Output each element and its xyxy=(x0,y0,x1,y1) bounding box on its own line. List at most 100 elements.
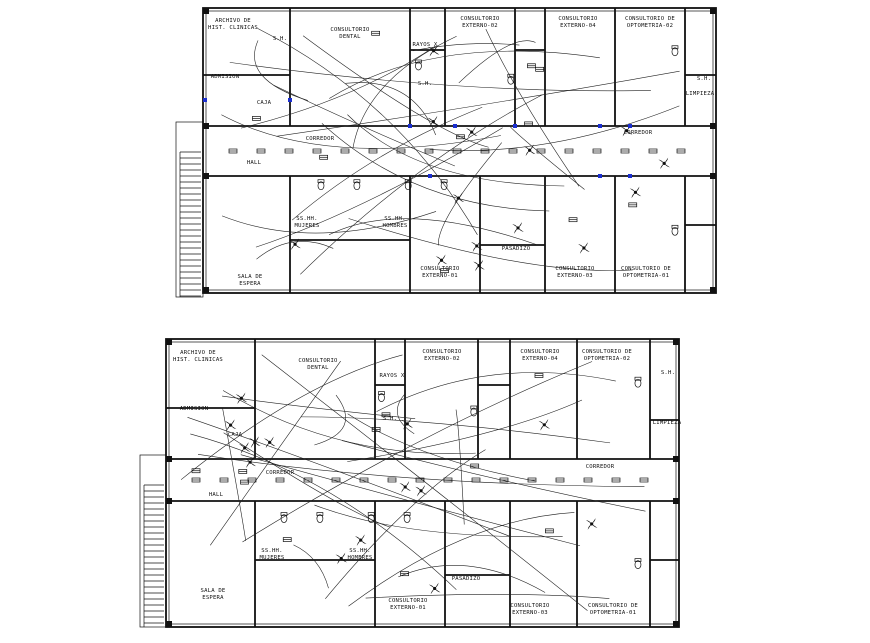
light-fixture-icon xyxy=(480,148,490,154)
door-marker xyxy=(513,124,517,128)
room-label-hall: HALL xyxy=(247,160,262,166)
light-fixture-icon xyxy=(319,154,329,160)
room-label-externo-01: EXTERNO-01 xyxy=(390,605,426,611)
room-label-externo-01: EXTERNO-01 xyxy=(422,273,458,279)
outer-wall xyxy=(165,338,680,628)
staircase xyxy=(139,454,167,628)
electrical-wire xyxy=(256,241,334,260)
room-label-optometria-02: CONSULTORIO DE xyxy=(582,349,632,355)
ceiling-fan-icon xyxy=(658,157,670,170)
toilet-icon xyxy=(404,179,412,191)
inner-wall-line xyxy=(168,341,677,625)
structural-column xyxy=(166,339,172,345)
ceiling-fan-icon xyxy=(244,456,256,468)
ceiling-fan-icon xyxy=(428,582,441,595)
room-label-ss-hombres: SS.HH. xyxy=(384,216,405,222)
ceiling-fan-icon xyxy=(538,419,551,431)
electrical-wire xyxy=(429,105,680,151)
light-fixture-icon xyxy=(443,477,453,483)
light-fixture-icon xyxy=(508,148,518,154)
toilet-icon xyxy=(671,45,679,57)
ceiling-fan-icon xyxy=(473,259,485,272)
electrical-wire xyxy=(229,62,651,92)
ceiling-fan-icon xyxy=(452,192,465,204)
light-fixture-icon xyxy=(396,148,406,154)
electrical-wire xyxy=(438,142,502,246)
room-label-externo-04: CONSULTORIO xyxy=(558,16,598,22)
room-label-dental: CONSULTORIO xyxy=(330,27,370,33)
structural-column xyxy=(166,498,172,504)
electrical-wire xyxy=(210,360,341,546)
light-fixture-icon xyxy=(470,463,480,469)
room-label-admision: ADMISION xyxy=(211,74,240,80)
door-marker xyxy=(598,124,602,128)
ceiling-fan-icon xyxy=(249,436,261,448)
electrical-wire xyxy=(455,409,465,525)
toilet-icon xyxy=(415,59,422,71)
structural-column xyxy=(673,498,679,504)
room-label-ss-mujeres: SS.HH. xyxy=(296,216,317,222)
light-fixture-icon xyxy=(400,571,409,577)
room-label-corredor: CORREDOR xyxy=(306,136,335,142)
structural-column xyxy=(203,8,209,14)
door-marker xyxy=(408,124,412,128)
room-label-externo-04: EXTERNO-04 xyxy=(560,23,596,29)
light-fixture-icon xyxy=(648,148,658,154)
electrical-wire xyxy=(314,394,346,446)
toilet-icon xyxy=(317,179,325,191)
door-marker xyxy=(598,174,602,178)
room-label-externo-04: EXTERNO-04 xyxy=(522,356,558,362)
light-fixture-icon xyxy=(275,477,285,483)
electrical-wire xyxy=(240,454,581,547)
room-label-optometria-01: CONSULTORIO DE xyxy=(621,266,671,272)
inner-wall-line xyxy=(205,10,714,291)
electrical-wire xyxy=(242,361,593,543)
light-fixture-icon xyxy=(252,116,261,121)
room-label-corredor-right: CORREDOR xyxy=(624,130,653,136)
toilet-icon xyxy=(470,405,478,417)
electrical-wire xyxy=(291,106,483,221)
light-fixture-icon xyxy=(191,468,201,474)
room-label-optometria-01: OPTOMETRIA-01 xyxy=(590,610,636,616)
room-label-sala-espera: SALA DE xyxy=(238,274,263,280)
room-label-ss-hombres: SS.HH. xyxy=(349,548,370,554)
ceiling-fan-icon xyxy=(289,238,301,251)
light-fixture-icon xyxy=(340,148,350,154)
door-marker xyxy=(628,174,632,178)
room-label-rayos: RAYOS X xyxy=(380,373,405,379)
room-label-optometria-02: OPTOMETRIA-02 xyxy=(584,356,630,362)
electrical-wire xyxy=(365,594,610,599)
light-fixture-icon xyxy=(545,528,554,534)
electrical-wire xyxy=(458,40,536,84)
ceiling-fan-icon xyxy=(427,115,440,128)
room-label-externo-02: CONSULTORIO xyxy=(460,16,500,22)
light-fixture-icon xyxy=(499,477,509,483)
room-label-externo-03: CONSULTORIO xyxy=(510,603,550,609)
light-fixture-icon xyxy=(371,30,380,36)
light-fixture-icon xyxy=(471,477,481,483)
electrical-wire xyxy=(300,416,611,444)
door-marker xyxy=(203,98,207,102)
room-label-limpieza: LIMPIEZA xyxy=(653,420,682,426)
structural-column xyxy=(710,123,716,129)
room-label-corredor-right: CORREDOR xyxy=(586,464,615,470)
light-fixture-icon xyxy=(555,477,565,483)
room-label-externo-03: EXTERNO-03 xyxy=(512,610,548,616)
light-fixture-icon xyxy=(639,477,649,483)
room-label-dental: DENTAL xyxy=(307,365,329,371)
light-fixture-icon xyxy=(452,148,462,154)
room-label-ss-h-archivo: S.H. xyxy=(273,36,287,42)
room-label-archivo: HIST. CLINICAS xyxy=(173,357,223,363)
electrical-wire xyxy=(347,114,565,187)
ceiling-fan-icon xyxy=(465,126,478,138)
ceiling-fan-icon xyxy=(415,484,427,497)
light-fixture-icon xyxy=(240,479,249,485)
electrical-wire xyxy=(293,544,329,589)
light-fixture-icon xyxy=(368,148,378,154)
electrical-wire xyxy=(376,372,616,412)
ceiling-fan-icon xyxy=(335,552,348,565)
door-marker xyxy=(428,174,432,178)
electrical-wire xyxy=(325,449,486,599)
toilet-icon xyxy=(378,391,385,402)
